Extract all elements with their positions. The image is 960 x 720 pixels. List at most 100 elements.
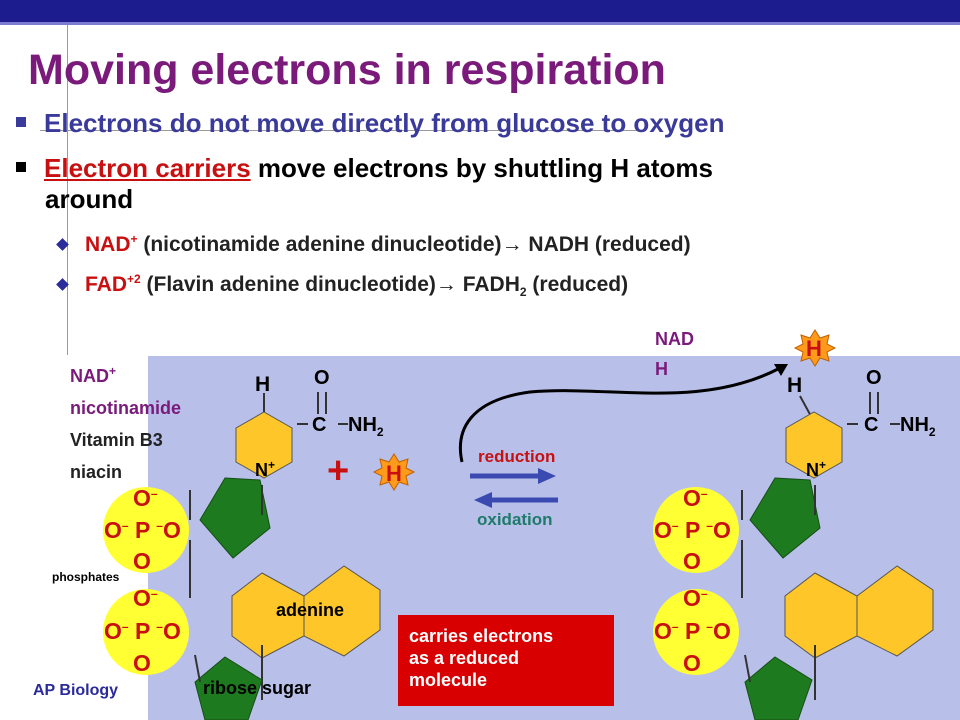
bond-line xyxy=(194,654,201,683)
p-text: P xyxy=(134,517,150,543)
top-bar-stripe xyxy=(0,22,960,25)
nadh-label: NAD H xyxy=(655,324,694,384)
nadh-desc: NADH (reduced) xyxy=(522,233,691,256)
nad-label-sup: + xyxy=(109,364,117,378)
phosphates-label: phosphates xyxy=(52,570,120,584)
o-text: O xyxy=(683,585,701,611)
minus-sup: – xyxy=(671,518,679,533)
phosphate-row-bottom: O– P –O xyxy=(104,618,181,645)
phosphate-circle-top xyxy=(653,487,739,573)
adenine-ring-left xyxy=(784,572,858,659)
nadh-line1: NAD xyxy=(655,329,694,349)
minus-sup: – xyxy=(156,619,163,634)
reduced-molecule-note: carries electrons as a reduced molecule xyxy=(398,615,614,706)
phosphate-row-bottom: O– P –O xyxy=(654,618,731,645)
nh2-label: NH2 xyxy=(348,414,384,439)
right-arrow-icon: → xyxy=(501,233,523,256)
nh2-sub: 2 xyxy=(376,425,384,439)
o-text: O xyxy=(133,485,151,511)
transfer-curve-arrow xyxy=(458,366,781,463)
n-plus-text: N xyxy=(255,460,268,480)
bullet-1: Electrons do not move directly from gluc… xyxy=(16,108,724,139)
n-plus-text: N xyxy=(806,460,819,480)
minus-sup: – xyxy=(706,619,713,634)
minus-sup: – xyxy=(706,518,713,533)
slide-title: Moving electrons in respiration xyxy=(28,46,666,94)
adenine-label: adenine xyxy=(276,600,345,620)
h-atom-star-label: H xyxy=(386,461,402,486)
nh2-text: NH xyxy=(348,414,377,436)
nicotinamide-ring xyxy=(235,411,293,479)
phosphate-o-bottom: O xyxy=(133,650,151,676)
nh2-sub: 2 xyxy=(928,425,936,439)
note-line-3: molecule xyxy=(409,670,488,690)
vitamin-b3-label: Vitamin B3 xyxy=(70,430,163,450)
ribose-ring-bottom xyxy=(744,656,813,720)
sub-bullet-fad: FAD+2 (Flavin adenine dinucleotide)→ FAD… xyxy=(56,272,628,300)
phosphate-circle-bottom xyxy=(103,589,189,675)
top-bar xyxy=(0,0,960,22)
phosphate-o-top: O– xyxy=(133,585,158,612)
electron-carriers-term: Electron carriers xyxy=(44,153,251,183)
p-text: P xyxy=(684,517,700,543)
oxidation-arrowhead-icon xyxy=(474,492,492,508)
reduction-label: reduction xyxy=(478,447,556,466)
nicotinamide-label: nicotinamide xyxy=(70,398,182,418)
p-text: P xyxy=(684,618,700,644)
vertical-rule xyxy=(67,25,68,355)
nad-sup: + xyxy=(130,232,138,246)
note-line-1: carries electrons xyxy=(409,626,554,646)
ribose-ring-top xyxy=(749,477,821,559)
nh2-label: NH2 xyxy=(900,414,936,439)
hydrogen-star-icon xyxy=(793,329,837,367)
minus-sup: – xyxy=(150,586,158,601)
nad-term: NAD xyxy=(85,233,131,256)
bullet-2-text-cont: around xyxy=(45,184,134,214)
n-plus-label: N+ xyxy=(255,458,275,481)
c-atom-label: C xyxy=(312,414,327,436)
c-atom-label: C xyxy=(864,414,879,436)
sub-bullet-nad: NAD+ (nicotinamide adenine dinucleotide)… xyxy=(56,232,691,257)
phosphate-circle-bottom xyxy=(653,589,739,675)
fad-desc: (Flavin adenine dinucleotide) xyxy=(140,273,436,296)
n-plus-sup: + xyxy=(819,458,827,472)
minus-sup: – xyxy=(121,619,129,634)
phosphate-o-bottom: O xyxy=(683,650,701,676)
adenine-ring-right xyxy=(856,565,934,657)
minus-sup: – xyxy=(121,518,129,533)
fad-sup: +2 xyxy=(127,272,141,286)
phosphate-o-bottom: O xyxy=(683,548,701,574)
phosphate-o-top: O– xyxy=(133,485,158,512)
minus-sup: – xyxy=(671,619,679,634)
minus-sup: – xyxy=(150,486,158,501)
hydrogen-star-icon xyxy=(372,453,416,491)
nadh-line2: H xyxy=(655,359,668,379)
o-text: O xyxy=(162,618,181,644)
nad-label-text: NAD xyxy=(70,366,109,386)
o-text: O xyxy=(712,618,731,644)
h-atom-label: H xyxy=(255,373,271,396)
nad-label: NAD+ xyxy=(70,364,116,387)
note-line-2: as a reduced xyxy=(409,648,520,668)
fadh-sub: 2 xyxy=(519,285,527,300)
plus-sign: + xyxy=(327,450,350,492)
horizontal-rule xyxy=(40,130,638,131)
h-atom-star-label: H xyxy=(806,336,822,361)
ribose-ring-top xyxy=(199,477,271,559)
arrowhead-icon xyxy=(774,364,788,376)
phosphate-o-bottom: O xyxy=(133,548,151,574)
bond-line xyxy=(744,654,751,683)
bullet-square-icon xyxy=(16,117,26,128)
bullet-2-text: move electrons by shuttling H atoms xyxy=(250,153,713,183)
minus-sup: – xyxy=(156,518,163,533)
phosphate-circle-top xyxy=(103,487,189,573)
o-text: O xyxy=(104,517,122,543)
bullet-2: Electron carriers move electrons by shut… xyxy=(16,153,916,215)
o-text: O xyxy=(133,585,151,611)
p-text: P xyxy=(134,618,150,644)
nad-desc: (nicotinamide adenine dinucleotide) xyxy=(137,233,502,256)
phosphate-o-top: O– xyxy=(683,585,708,612)
o-text: O xyxy=(712,517,731,543)
phosphate-row-top: O– P –O xyxy=(104,517,181,544)
adenine-ring-right xyxy=(303,565,381,657)
